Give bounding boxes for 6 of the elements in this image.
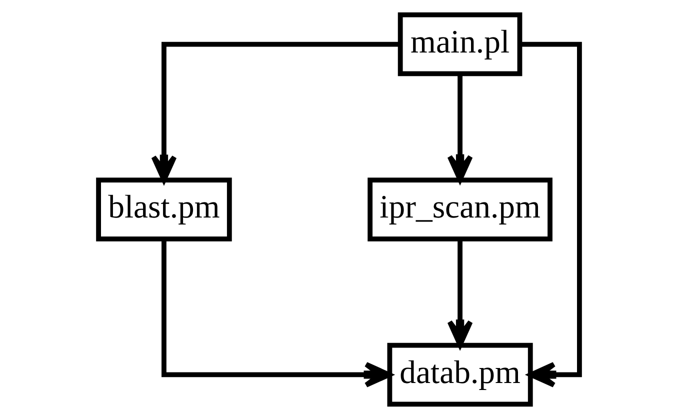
node-box: main.pl [398,12,522,76]
arrow [520,42,582,388]
node-box: datab.pm [387,342,533,407]
node-box: ipr_scan.pm [368,178,552,242]
arrow [162,239,392,388]
node-box: blast.pm [96,178,232,242]
